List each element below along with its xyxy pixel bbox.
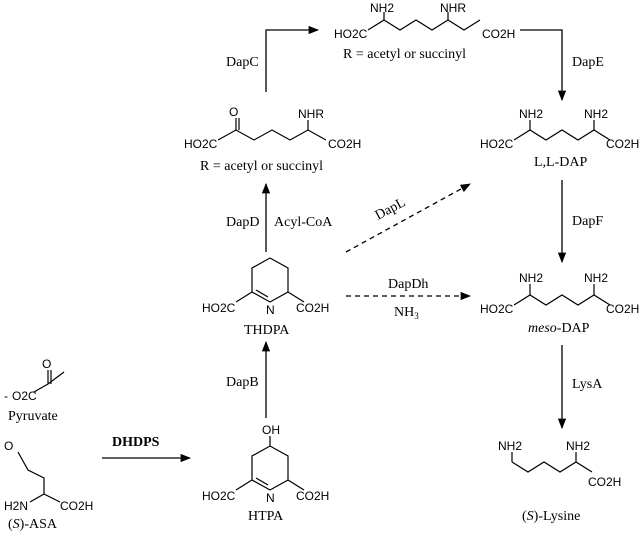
alpha-amine-label: NH2 bbox=[566, 439, 590, 453]
compound-caption: (S)-Lysine bbox=[522, 509, 580, 524]
compound-caption: Pyruvate bbox=[8, 409, 58, 424]
acyl-intermediate-structure: O NHR HO2C CO2H R = acetyl or succinyl bbox=[184, 105, 361, 174]
dapf-label: DapF bbox=[572, 214, 603, 229]
ring-nitrogen-label: N bbox=[266, 491, 275, 505]
left-acid-label: HO2C bbox=[184, 137, 218, 151]
left-acid-label: HO2C bbox=[334, 27, 368, 41]
succinyl-dap-structure: NH2 NHR HO2C CO2H R = acetyl or succinyl bbox=[334, 1, 515, 62]
left-acid-label: HO2C bbox=[480, 137, 514, 151]
dapb-label: DapB bbox=[226, 375, 259, 390]
compound-caption: (S)-ASA bbox=[8, 517, 58, 532]
compound-caption: R = acetyl or succinyl bbox=[200, 159, 323, 174]
right-acid-label: CO2H bbox=[482, 27, 515, 41]
keto-oxygen-label: O bbox=[42, 357, 51, 371]
dapc-arrow bbox=[265, 25, 320, 92]
charge-label: - bbox=[4, 389, 8, 403]
acid-label: CO2H bbox=[60, 499, 93, 513]
nh2-left-label: NH2 bbox=[519, 107, 543, 121]
epsilon-amine-label: NH2 bbox=[498, 439, 522, 453]
right-acid-label: CO2H bbox=[328, 137, 361, 151]
acid-label: CO2H bbox=[588, 475, 621, 489]
right-acid-label: CO2H bbox=[296, 301, 329, 315]
nh2-right-label: NH2 bbox=[584, 271, 608, 285]
ring-nitrogen-label: N bbox=[266, 303, 275, 317]
dapdh-label: DapDh bbox=[388, 277, 428, 292]
nh2-right-label: NH2 bbox=[584, 107, 608, 121]
aldehyde-oxygen-label: O bbox=[4, 439, 13, 453]
acyl-coa-label: Acyl-CoA bbox=[274, 215, 333, 230]
dhdps-label: DHDPS bbox=[112, 435, 160, 450]
dape-label: DapE bbox=[572, 55, 604, 70]
dapd-label: DapD bbox=[226, 215, 259, 230]
compound-caption: meso-DAP bbox=[528, 321, 590, 336]
left-acid-label: HO2C bbox=[202, 489, 236, 503]
asa-structure: O H2N CO2H (S)-ASA bbox=[4, 439, 93, 532]
nh2-label: NH2 bbox=[370, 1, 394, 15]
compound-caption: THDPA bbox=[244, 323, 290, 338]
amine-label: H2N bbox=[4, 499, 28, 513]
lysine-structure: NH2 NH2 CO2H (S)-Lysine bbox=[498, 439, 621, 524]
thdpa-structure: N HO2C CO2H THDPA bbox=[202, 257, 329, 338]
dapl-arrow bbox=[345, 183, 471, 253]
hydroxyl-label: OH bbox=[262, 423, 280, 437]
dapl-label: DapL bbox=[373, 195, 408, 223]
dape-arrow bbox=[520, 29, 567, 102]
carboxylate-label: O2C bbox=[12, 389, 37, 403]
left-acid-label: HO2C bbox=[202, 301, 236, 315]
pyruvate-structure: - O2C O Pyruvate bbox=[4, 357, 65, 424]
nh3-label: NH3 bbox=[394, 305, 419, 321]
right-acid-label: CO2H bbox=[606, 137, 639, 151]
right-acid-label: CO2H bbox=[296, 489, 329, 503]
dapc-label: DapC bbox=[226, 55, 259, 70]
meso-dap-structure: NH2 NH2 HO2C CO2H meso-DAP bbox=[480, 271, 639, 336]
nh2-left-label: NH2 bbox=[519, 271, 543, 285]
keto-oxygen-label: O bbox=[229, 105, 238, 119]
ll-dap-structure: NH2 NH2 HO2C CO2H L,L-DAP bbox=[480, 107, 639, 170]
compound-caption: R = acetyl or succinyl bbox=[343, 47, 466, 62]
left-acid-label: HO2C bbox=[480, 302, 514, 316]
nhr-label: NHR bbox=[440, 1, 466, 15]
lysa-label: LysA bbox=[572, 377, 603, 392]
compound-caption: L,L-DAP bbox=[534, 155, 587, 170]
compound-caption: HTPA bbox=[248, 509, 284, 524]
nhr-label: NHR bbox=[298, 107, 324, 121]
right-acid-label: CO2H bbox=[606, 302, 639, 316]
htpa-structure: OH N HO2C CO2H HTPA bbox=[202, 423, 329, 524]
